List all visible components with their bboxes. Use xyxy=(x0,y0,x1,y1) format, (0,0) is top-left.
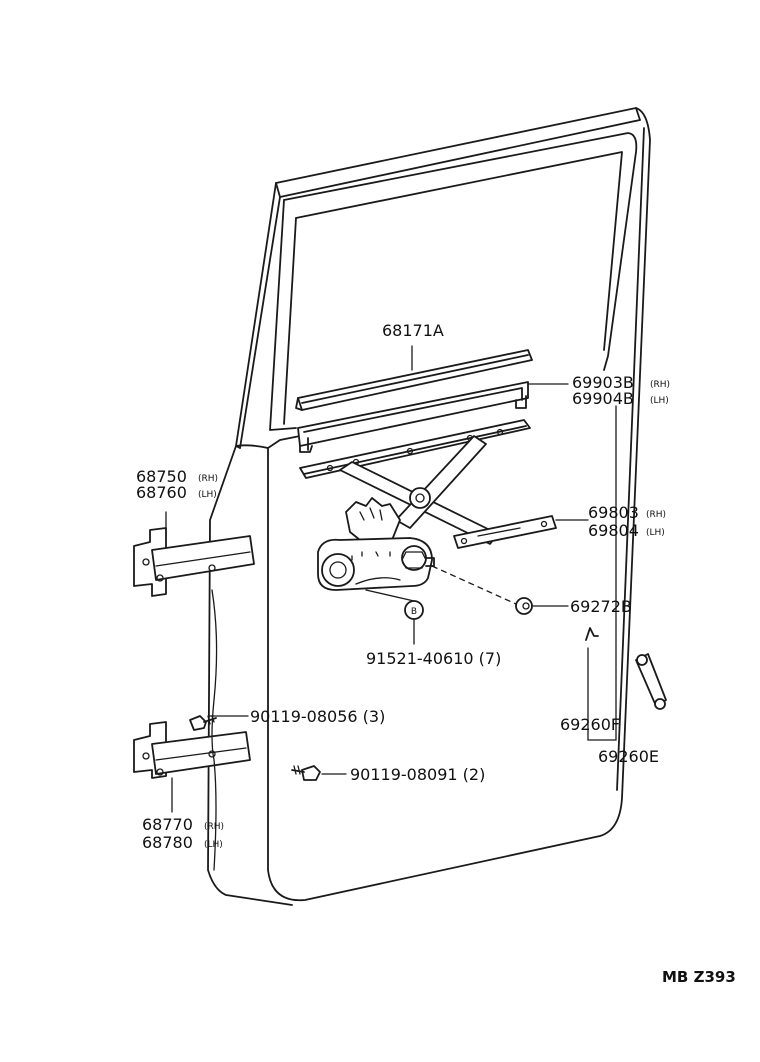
label-91521-40610: 91521-40610 (7) xyxy=(366,649,501,668)
window-regulator xyxy=(317,435,557,591)
label-69260f: 69260F xyxy=(560,715,620,734)
label-68770-rh: (RH) xyxy=(204,822,224,832)
glass-run-channel xyxy=(295,349,533,411)
lower-glass-holder xyxy=(299,419,531,479)
label-90119-08091: 90119-08091 (2) xyxy=(350,765,485,784)
figure-code: MB Z393 xyxy=(662,968,736,986)
rod-69260e xyxy=(635,653,667,710)
label-68770: 68770 xyxy=(142,815,193,834)
label-68750: 68750 xyxy=(136,467,187,486)
label-69803: 69803 xyxy=(588,503,639,522)
label-68780-lh: (LH) xyxy=(204,840,223,850)
leader-lines xyxy=(165,345,617,813)
label-69804-lh: (LH) xyxy=(646,528,665,538)
label-69260e: 69260E xyxy=(598,747,659,766)
label-68750-rh: (RH) xyxy=(198,474,218,484)
label-69904b-lh: (LH) xyxy=(650,396,669,406)
bolt-90119-08056 xyxy=(189,715,217,731)
glass-channel xyxy=(297,381,529,453)
label-68760-lh: (LH) xyxy=(198,490,217,500)
label-69803-rh: (RH) xyxy=(646,510,666,520)
callout-b-letter: B xyxy=(411,607,417,617)
bolt-90119-08091 xyxy=(291,765,321,781)
callout-b-leader xyxy=(365,589,415,645)
label-68760: 68760 xyxy=(136,483,187,502)
door-panel xyxy=(207,107,651,906)
upper-hinge xyxy=(133,527,255,597)
label-69904b: 69904B xyxy=(572,389,634,408)
lower-hinge xyxy=(133,721,251,779)
label-69272b: 69272B xyxy=(570,597,632,616)
label-69804: 69804 xyxy=(588,521,639,540)
pad-leader-dashed xyxy=(431,565,517,605)
label-90119-08056: 90119-08056 (3) xyxy=(250,707,385,726)
label-69903b-rh: (RH) xyxy=(650,380,670,390)
label-68780: 68780 xyxy=(142,833,193,852)
clip-69260f xyxy=(585,627,599,641)
label-68171a: 68171A xyxy=(382,321,444,340)
pad-69272b xyxy=(515,597,533,615)
label-69903b: 69903B xyxy=(572,373,634,392)
door-check-wire xyxy=(211,589,218,871)
